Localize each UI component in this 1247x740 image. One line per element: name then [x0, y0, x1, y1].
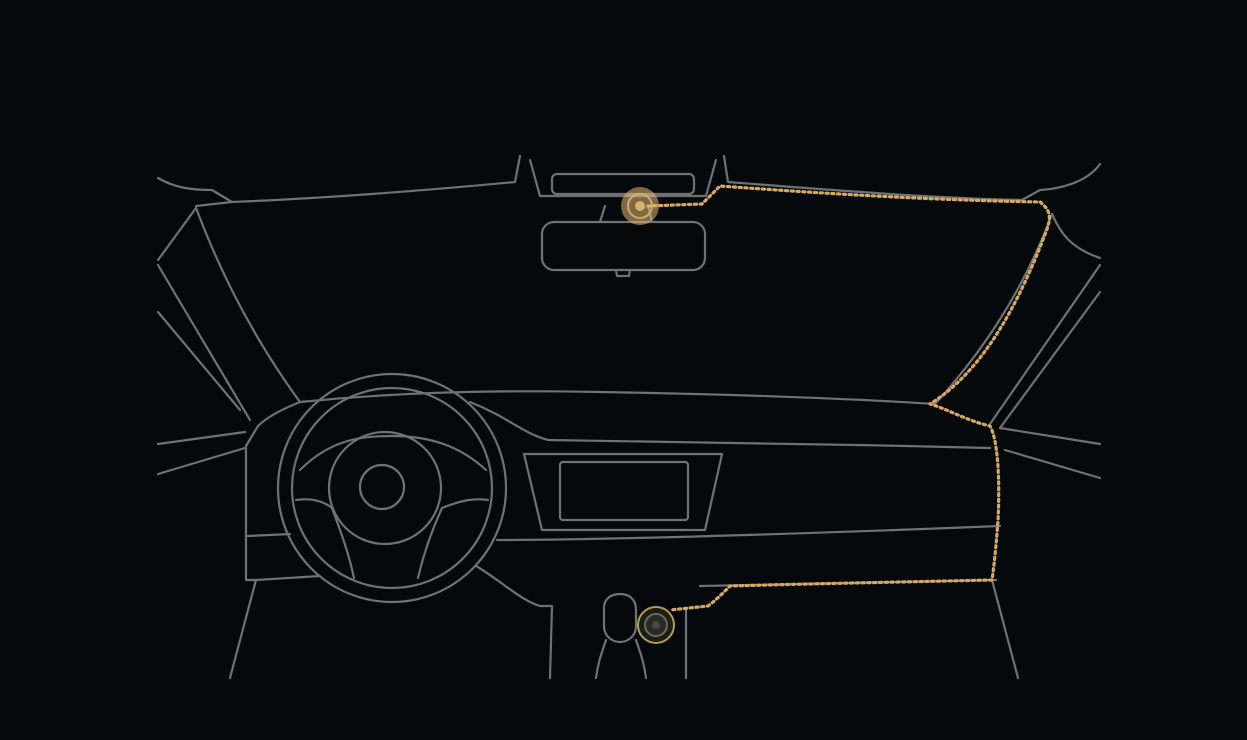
steering-spoke-left	[294, 498, 356, 580]
dashboard-top	[298, 390, 937, 406]
dashboard-left-block	[244, 444, 322, 582]
camera-mount-slot	[550, 172, 696, 196]
mirror-tab	[614, 268, 632, 278]
roof-line-left	[156, 154, 522, 204]
roof-line-right	[722, 154, 1102, 202]
dashboard-lower-line	[495, 524, 1002, 542]
steering-spoke-right	[416, 498, 490, 580]
rear-view-mirror	[540, 220, 707, 272]
left-door-line-2	[156, 446, 247, 476]
dashboard-upper-edge	[468, 400, 992, 450]
center-tunnel-left	[474, 564, 554, 680]
center-console	[522, 452, 724, 532]
dashboard-side-left	[244, 400, 302, 448]
gear-shift-knob	[602, 592, 638, 644]
steering-wheel-inner	[290, 386, 494, 590]
power-cable-route	[646, 184, 1051, 612]
car-interior-outline	[156, 154, 1102, 680]
dashboard-left-inner	[246, 532, 292, 538]
gear-shift-base	[594, 638, 648, 680]
center-display	[558, 460, 690, 522]
right-door-frame-1	[988, 263, 1102, 426]
steering-hub	[358, 463, 406, 511]
steering-wheel-outer	[276, 372, 508, 604]
right-a-pillar-outer	[1050, 212, 1102, 260]
left-door-frame-2	[156, 310, 242, 412]
steering-top-arc	[298, 434, 488, 472]
right-door-line-2	[1003, 448, 1102, 480]
floor-line-right	[990, 578, 1020, 680]
left-door-frame-1	[156, 263, 252, 422]
camera-mount	[528, 158, 718, 198]
left-door-line-1	[156, 430, 247, 446]
steering-hub-ring	[327, 430, 443, 546]
right-door-line-1	[998, 426, 1102, 446]
left-a-pillar-inner	[194, 206, 302, 404]
power-socket-icon	[637, 606, 675, 644]
floor-line-left	[228, 578, 258, 680]
right-a-pillar-inner	[933, 212, 1054, 406]
left-a-pillar-outer	[156, 206, 198, 262]
right-door-frame-2	[998, 290, 1102, 430]
dashcam-icon	[621, 187, 659, 225]
windshield-top	[194, 200, 234, 208]
